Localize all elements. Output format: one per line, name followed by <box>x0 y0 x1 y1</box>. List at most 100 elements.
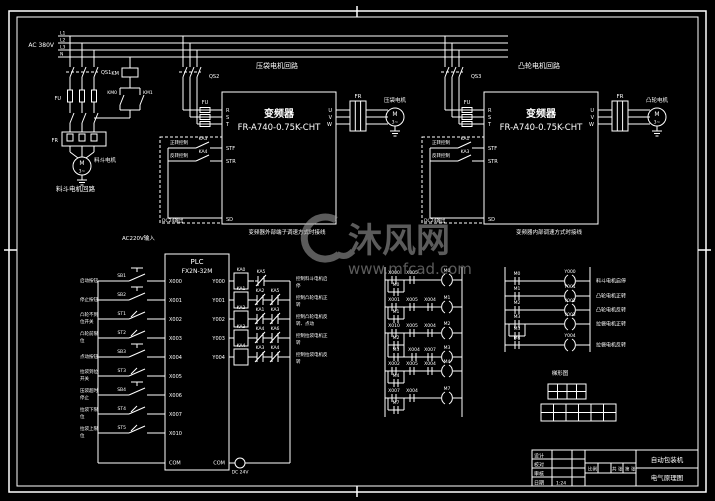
terminal-label: W <box>327 122 332 128</box>
wire <box>269 312 281 325</box>
wire <box>254 293 266 306</box>
fuse-label: FU <box>202 100 209 106</box>
input-label: 点动按钮 <box>80 353 98 360</box>
sheet-count-label: 共 张 <box>612 466 623 473</box>
contact-label: KM1 <box>143 90 153 96</box>
terminal-label: Y004 <box>211 355 225 361</box>
output-label: 转 <box>296 339 301 346</box>
breaker-label: QS1 <box>101 70 111 76</box>
coil-label: Y002 <box>563 298 575 304</box>
input-label: 位 <box>80 413 85 420</box>
thermal-label: FR <box>52 138 59 144</box>
terminal-label: STR <box>226 159 236 165</box>
coil-label: Y000 <box>563 269 575 275</box>
coil <box>448 364 453 378</box>
circuit-caption: 压袋电机回路 <box>256 61 298 70</box>
device-label: ST4 <box>118 406 127 412</box>
device-label: SB4 <box>117 387 126 393</box>
device-label: SB2 <box>117 292 126 298</box>
coil-label: KM <box>111 71 119 77</box>
plc-box <box>164 253 230 471</box>
contact-label: M3 <box>514 326 521 332</box>
terminal-label: X007 <box>169 412 182 418</box>
coil <box>564 317 569 331</box>
contact-label: KA2 <box>256 288 265 294</box>
input-label: 停止 <box>80 394 89 401</box>
terminal-label: STF <box>488 146 497 152</box>
coil <box>571 338 576 352</box>
wire <box>81 112 87 124</box>
wire <box>195 141 210 149</box>
breaker-label: QS2 <box>209 74 219 80</box>
wiring-note: 变频器外部端子调速方式时接线 <box>248 228 326 236</box>
wire <box>128 368 146 377</box>
supply-voltage-label: AC 380V <box>28 42 55 49</box>
coil-label: KA1 <box>237 286 246 292</box>
coil <box>564 289 569 303</box>
wire <box>130 405 138 413</box>
terminal-label: STF <box>226 146 235 152</box>
coil <box>441 273 446 287</box>
coil-label: Y001 <box>563 284 575 290</box>
wire <box>269 350 281 363</box>
dc-note: DC24输出 <box>162 217 184 224</box>
titleblock-row-label: 校对 <box>534 462 544 469</box>
terminal-label: Y002 <box>211 317 225 323</box>
contact-label: KA1 <box>256 307 265 313</box>
contact-label: KA3 <box>461 149 470 155</box>
titleblock-row-label: 审核 <box>534 471 544 478</box>
wire <box>69 151 79 159</box>
thermal-loop <box>66 133 74 142</box>
terminal-label: SD <box>488 217 495 223</box>
contact-label: M7 <box>393 400 400 406</box>
wire <box>255 274 267 287</box>
contact-label: X002 <box>388 361 400 367</box>
coil <box>564 303 569 317</box>
terminal-label: SD <box>226 217 233 223</box>
rung-label: 凸轮电机正转 <box>596 293 626 300</box>
device-label: ST1 <box>118 311 127 317</box>
contact-label: KA1 <box>461 136 470 142</box>
dc-note: DC24输出 <box>424 217 446 224</box>
fuse <box>461 114 473 120</box>
coil <box>571 289 576 303</box>
coil <box>448 273 453 287</box>
contact-label: KA3 <box>199 136 208 142</box>
terminal-label: U <box>328 108 332 114</box>
thermal-box <box>61 131 107 147</box>
input-label: 压袋超时 <box>80 387 98 394</box>
contact-label: X004 <box>408 347 420 353</box>
coil <box>564 338 569 352</box>
terminal-label: Y001 <box>211 298 225 304</box>
control-box <box>421 136 485 224</box>
fuse <box>461 107 473 113</box>
terminal-label: X010 <box>169 431 182 437</box>
contact-label: M0 <box>393 282 400 288</box>
input-label: 位开关 <box>80 318 94 325</box>
watermark-url: www.mfcad.com <box>348 260 472 278</box>
coil <box>448 350 453 364</box>
terminal-label: S <box>226 115 229 121</box>
output-label: 转、点动 <box>296 320 314 327</box>
coil-label: KA0 <box>237 267 246 273</box>
terminal-label: X000 <box>169 279 182 285</box>
plc-supply-note: AC220V输入 <box>122 234 155 242</box>
coil-label: M0 <box>444 268 451 274</box>
contact-label: X005 <box>406 297 418 303</box>
input-label: 位 <box>80 337 85 344</box>
device-label: ST5 <box>118 425 127 431</box>
contact-label: X001 <box>388 297 400 303</box>
coil-label: M1 <box>444 295 451 301</box>
sheet-name: 电气原理图 <box>651 473 684 482</box>
coil-label: Y004 <box>563 333 575 339</box>
input-label: 拉袋上限 <box>80 425 98 432</box>
coil <box>571 274 576 288</box>
contact-label: M3 <box>514 314 521 320</box>
output-label: 转 <box>296 301 301 308</box>
wire <box>457 154 472 162</box>
terminal-label: STR <box>488 159 498 165</box>
terminal-label: COM <box>213 461 225 467</box>
terminal-label: W <box>589 122 594 128</box>
output-label: 控制凸轮电机正 <box>296 294 328 301</box>
